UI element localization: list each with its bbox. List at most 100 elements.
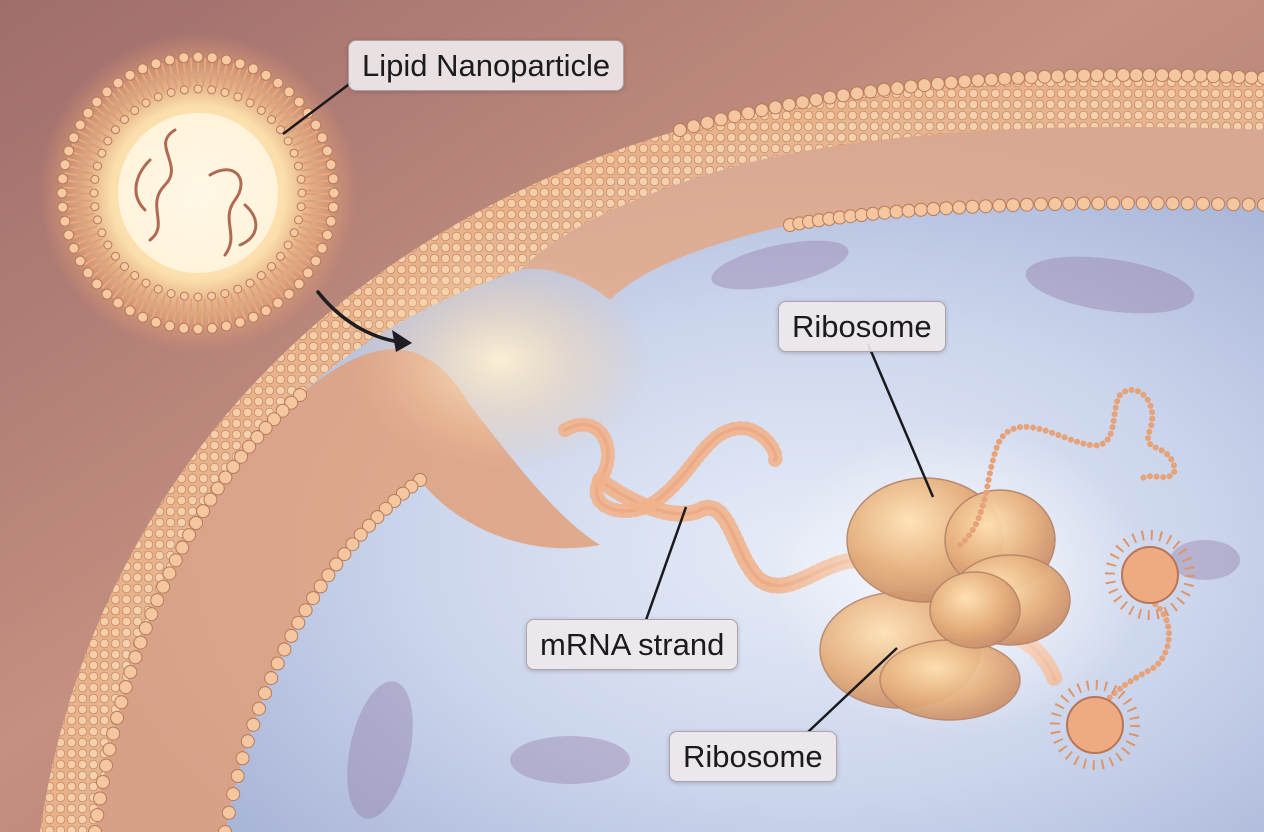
lipid-head	[362, 518, 376, 533]
lipid-head	[192, 323, 204, 335]
lipid-head	[289, 148, 299, 158]
lipid-head	[270, 656, 285, 671]
lipid-head	[329, 557, 344, 572]
lipid-head	[782, 97, 796, 112]
lipid-head	[182, 528, 197, 543]
lipid-head	[189, 516, 203, 530]
leader-line-ribosome-bottom	[807, 647, 898, 733]
lipid-head	[207, 291, 217, 301]
lipid-head	[99, 758, 114, 773]
lipid-head	[267, 115, 276, 124]
label-ribosome-top: Ribosome	[778, 301, 946, 352]
lipid-head	[128, 650, 143, 665]
lipid-head	[90, 808, 105, 823]
lipid-head	[93, 791, 107, 806]
lipid-head	[965, 199, 980, 214]
lipid-head	[1077, 68, 1091, 83]
lipid-head	[192, 51, 204, 63]
lipid-head	[220, 289, 230, 298]
lipid-head	[877, 205, 892, 220]
label-ribosome-bottom: Ribosome	[669, 731, 837, 782]
lipid-head	[321, 229, 333, 241]
lipid-head	[890, 81, 905, 96]
lipid-head	[203, 492, 218, 507]
lipid-head	[138, 621, 153, 636]
lipid-head	[1006, 198, 1020, 213]
lipid-head	[1091, 196, 1106, 211]
lipid-head	[218, 470, 233, 485]
lipid-head	[795, 95, 810, 110]
lipid-head	[284, 395, 299, 410]
lipid-head	[957, 74, 972, 89]
lipid-head	[700, 115, 715, 130]
lipid-head	[310, 255, 322, 267]
lipid-head	[283, 136, 293, 146]
lipid-head	[327, 173, 339, 185]
lipid-head	[283, 288, 295, 300]
lipid-head	[250, 430, 265, 445]
lipid-head	[179, 85, 189, 95]
lipid-head	[1048, 197, 1062, 211]
background-organelles	[347, 240, 1240, 819]
lipid-head	[809, 92, 824, 107]
lipid-head	[234, 316, 246, 328]
lipid-head	[196, 504, 211, 519]
lipid-head	[137, 311, 149, 323]
lipid-head	[245, 278, 255, 288]
lipid-head	[206, 52, 218, 64]
membrane-inner-edge	[95, 349, 600, 832]
lipid-head	[102, 742, 117, 757]
lipid-head	[133, 635, 148, 650]
lipid-head	[901, 203, 916, 218]
lipid-head	[997, 71, 1012, 86]
lipid-head	[1106, 196, 1120, 211]
lipid-head	[930, 76, 945, 91]
uptake-arrow	[316, 290, 402, 344]
lipid-head	[220, 320, 232, 332]
lipid-head	[353, 527, 368, 542]
lipid-head	[130, 106, 140, 115]
lipid-head	[289, 228, 299, 238]
lipid-head	[913, 202, 928, 217]
lipid-head	[95, 775, 110, 789]
lipid-head	[291, 615, 306, 630]
lipid-head	[63, 145, 75, 157]
lipid-head	[91, 278, 103, 290]
lipid-head	[1206, 69, 1221, 84]
lipid-head	[234, 449, 249, 464]
lipid-head	[294, 161, 303, 171]
lipid-head	[971, 73, 985, 88]
lipid-head	[283, 240, 293, 250]
lipid-head	[297, 188, 307, 198]
lipid-head	[294, 215, 303, 225]
lipid-head	[168, 553, 183, 568]
lipid-head	[111, 125, 120, 135]
lipid-head	[141, 98, 151, 108]
lipid-head	[876, 82, 891, 97]
lipid-head	[267, 412, 281, 427]
lipid-head	[91, 96, 103, 108]
lipid-head	[272, 297, 284, 309]
lipid-head	[866, 206, 880, 221]
lipid-head	[101, 288, 113, 300]
lipid-head	[276, 251, 285, 261]
lipid-head	[754, 103, 769, 118]
lipid-head	[218, 825, 232, 832]
lipid-head	[101, 86, 113, 98]
lipid-head	[272, 77, 284, 89]
lipid-head	[984, 72, 999, 87]
lipid-head	[939, 201, 954, 216]
lipid-head	[370, 510, 385, 525]
lipid-head	[944, 75, 959, 90]
lipid-head	[293, 388, 307, 402]
lipid-head	[321, 568, 336, 583]
lipid-head	[1226, 197, 1241, 212]
lipid-head	[849, 86, 864, 101]
lipid-head	[166, 289, 176, 298]
lipid-head	[246, 717, 261, 732]
lipid-head	[316, 242, 328, 254]
lipid-head	[917, 78, 932, 93]
lipid-head	[1129, 68, 1144, 82]
lipid-head	[258, 686, 272, 701]
